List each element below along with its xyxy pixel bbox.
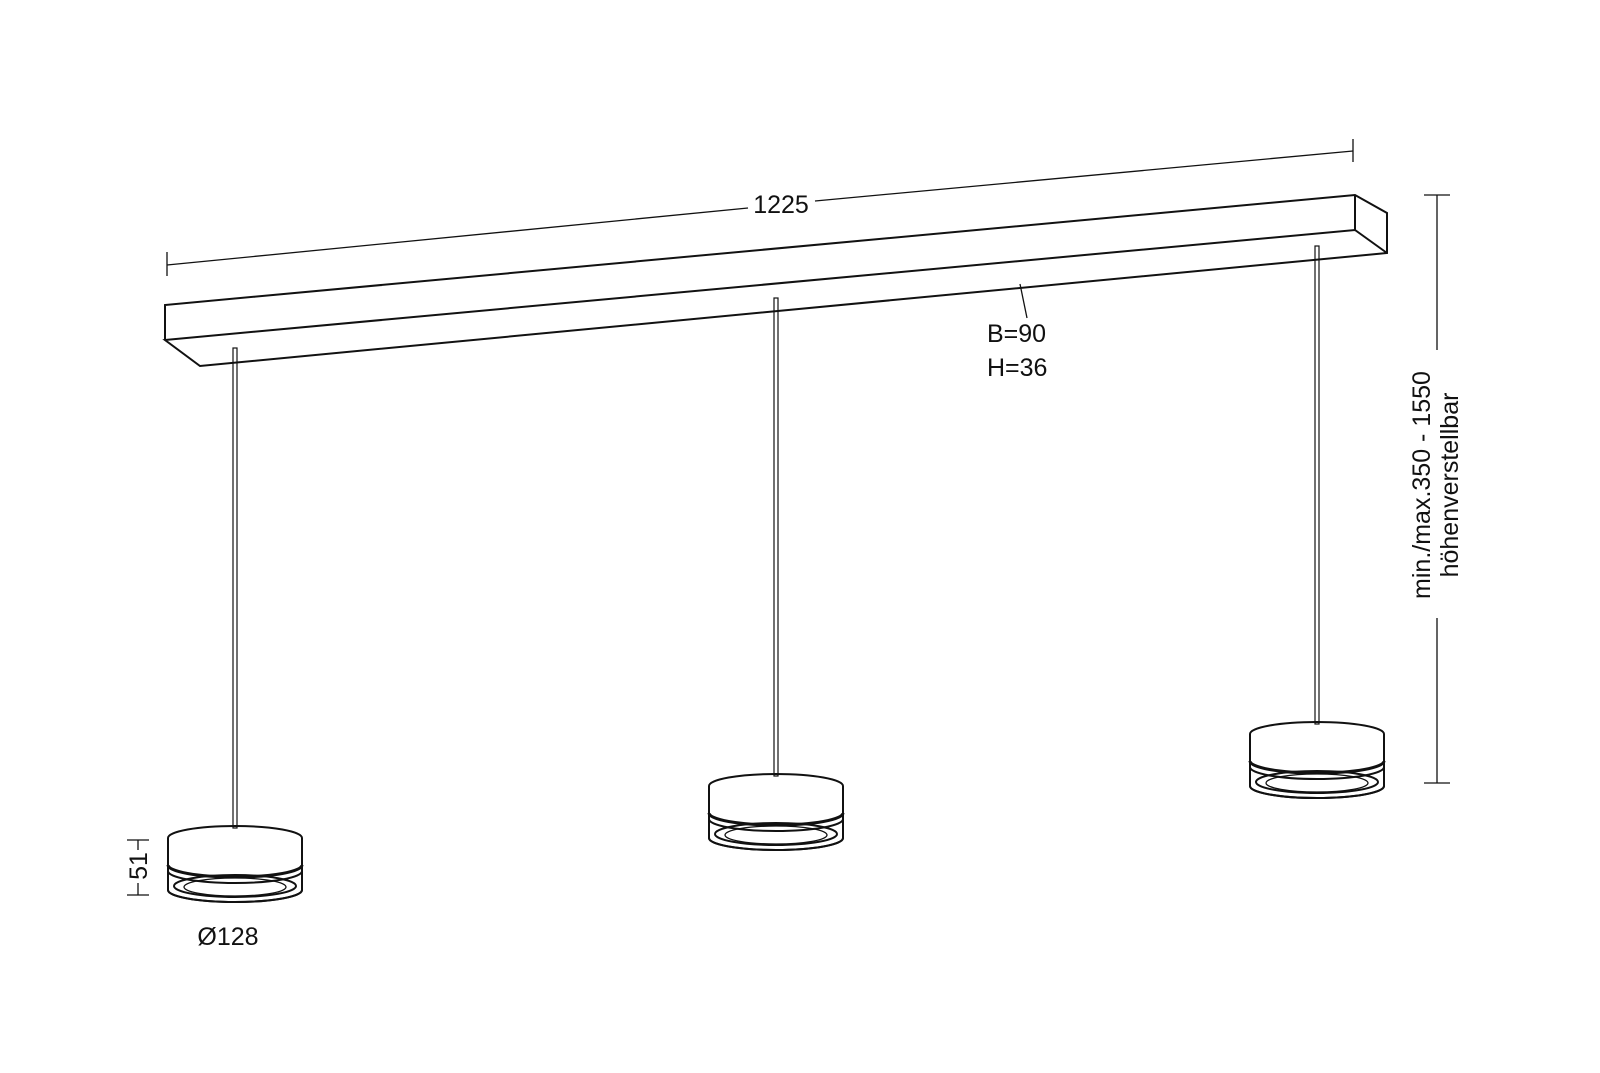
suspension-cables [232,245,1320,829]
lamp-shade [166,825,304,903]
length-label: 1225 [753,191,809,219]
canopy [162,193,1388,368]
height-dimension: min./max.350 - 1550 höhenverstellbar [1408,194,1464,784]
canopy-leader-line [1019,283,1028,319]
height-range-label: min./max.350 - 1550 [1408,371,1436,599]
lamp-height-label: 51 [125,852,153,880]
lamp-diameter-label: Ø128 [197,923,258,951]
height-adjustable-label: höhenverstellbar [1436,393,1464,578]
length-dimension: 1225 [166,139,1354,276]
lamp-shade [707,773,845,851]
canopy-height-label: H=36 [987,354,1047,382]
lamp-shade [1248,721,1386,799]
lamp-height-dimension: 51 [125,839,153,896]
canopy-width-label: B=90 [987,320,1046,348]
